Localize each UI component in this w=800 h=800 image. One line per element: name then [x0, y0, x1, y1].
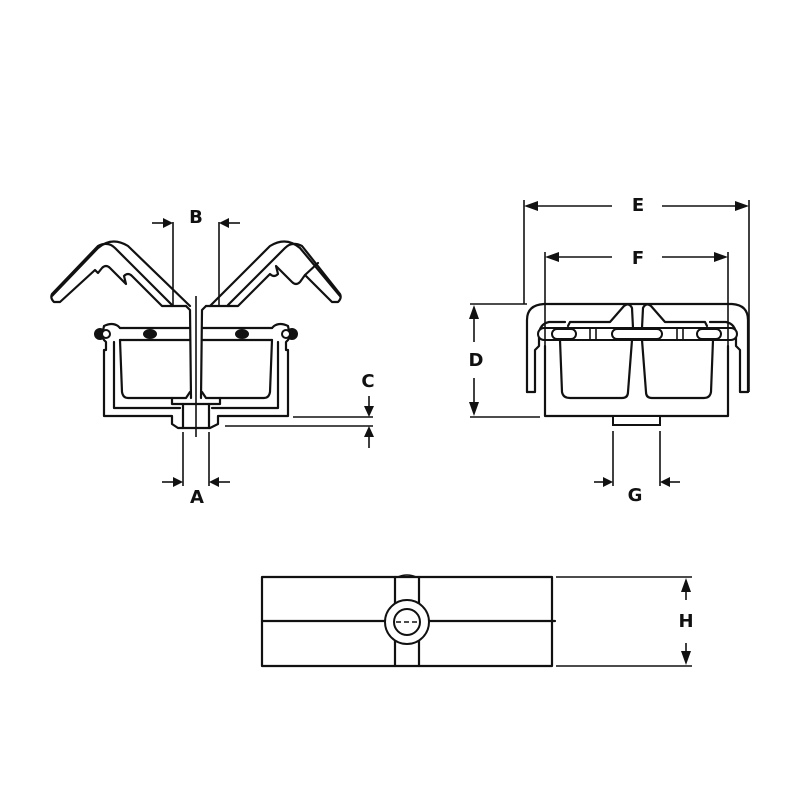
- dimension-c: C: [225, 371, 375, 448]
- dimension-label-h: H: [678, 611, 693, 632]
- side-view: [525, 302, 750, 426]
- dimension-label-g: G: [628, 485, 643, 506]
- top-view: [260, 574, 557, 668]
- front-view: [50, 240, 342, 437]
- dimension-g: G: [594, 431, 680, 506]
- dimension-d: D: [469, 303, 540, 418]
- dimension-label-b: B: [189, 207, 203, 228]
- dimension-e: E: [523, 195, 750, 392]
- dimension-label-a: A: [190, 487, 204, 508]
- dimension-label-e: E: [632, 195, 644, 216]
- dimension-a: A: [162, 432, 230, 508]
- dimension-label-c: C: [361, 371, 374, 392]
- dimension-label-f: F: [632, 248, 644, 269]
- dimension-h: H: [556, 576, 694, 667]
- dimension-f: F: [544, 248, 729, 346]
- dimension-b: B: [152, 207, 240, 306]
- dimension-label-d: D: [469, 350, 484, 371]
